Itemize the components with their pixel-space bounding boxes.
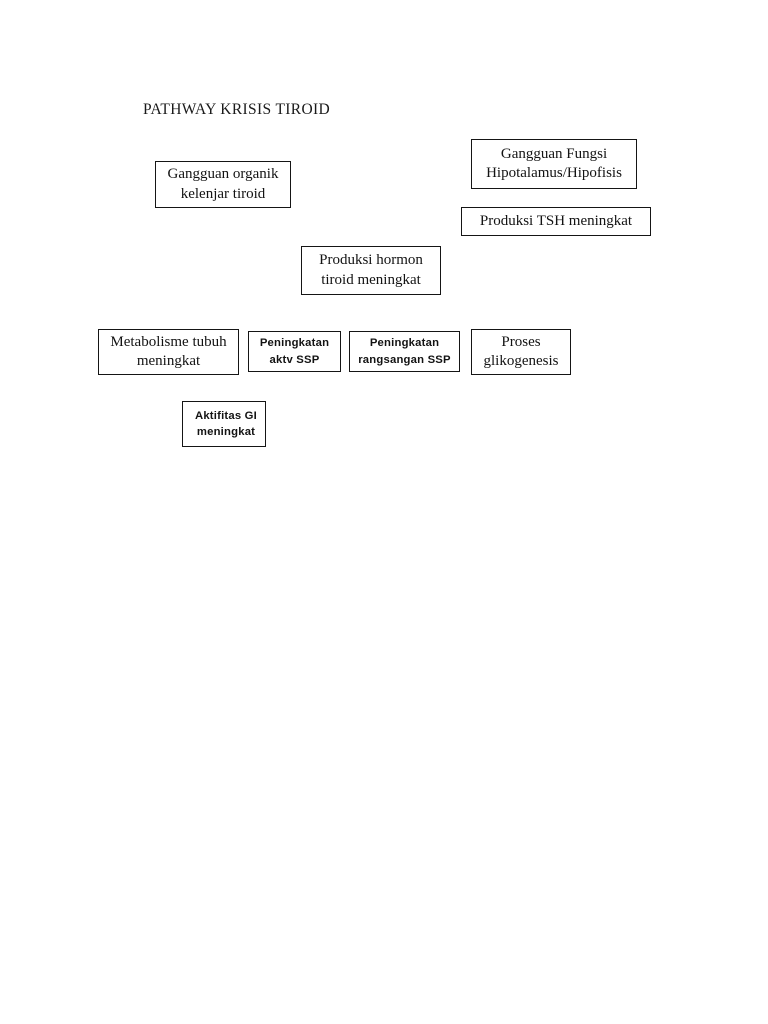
flow-node-label: Proses glikogenesis	[483, 333, 559, 369]
flow-node-peningkatan-aktv-ssp[interactable]: Peningkatan aktv SSP	[248, 331, 341, 372]
flow-node-gangguan-organik[interactable]: Gangguan organik kelenjar tiroid	[155, 161, 291, 208]
flow-node-proses-glikogenesis[interactable]: Proses glikogenesis	[471, 329, 571, 375]
page-title: PATHWAY KRISIS TIROID	[143, 101, 331, 118]
flow-node-peningkatan-rangsangan-ssp[interactable]: Peningkatan rangsangan SSP	[349, 331, 460, 372]
flow-node-label: Peningkatan rangsangan SSP	[358, 337, 451, 366]
flow-node-metabolisme-tubuh[interactable]: Metabolisme tubuh meningkat	[98, 329, 239, 375]
flow-node-label: Produksi hormon tiroid meningkat	[319, 252, 423, 288]
flow-node-label: Peningkatan aktv SSP	[259, 337, 330, 366]
flow-node-label: Gangguan organik kelenjar tiroid	[167, 166, 279, 202]
flow-node-label: Produksi TSH meningkat	[479, 212, 633, 229]
flow-node-aktifitas-gi[interactable]: Aktifitas GI meningkat	[182, 401, 266, 447]
flow-node-label: Metabolisme tubuh meningkat	[110, 333, 227, 369]
flow-node-label: Gangguan Fungsi Hipotalamus/Hipofisis	[486, 145, 622, 181]
flow-node-produksi-tsh[interactable]: Produksi TSH meningkat	[461, 207, 651, 236]
flow-node-label: Aktifitas GI meningkat	[194, 409, 258, 438]
flow-node-produksi-hormon-tiroid[interactable]: Produksi hormon tiroid meningkat	[301, 246, 441, 295]
flow-node-gangguan-fungsi[interactable]: Gangguan Fungsi Hipotalamus/Hipofisis	[471, 139, 637, 189]
